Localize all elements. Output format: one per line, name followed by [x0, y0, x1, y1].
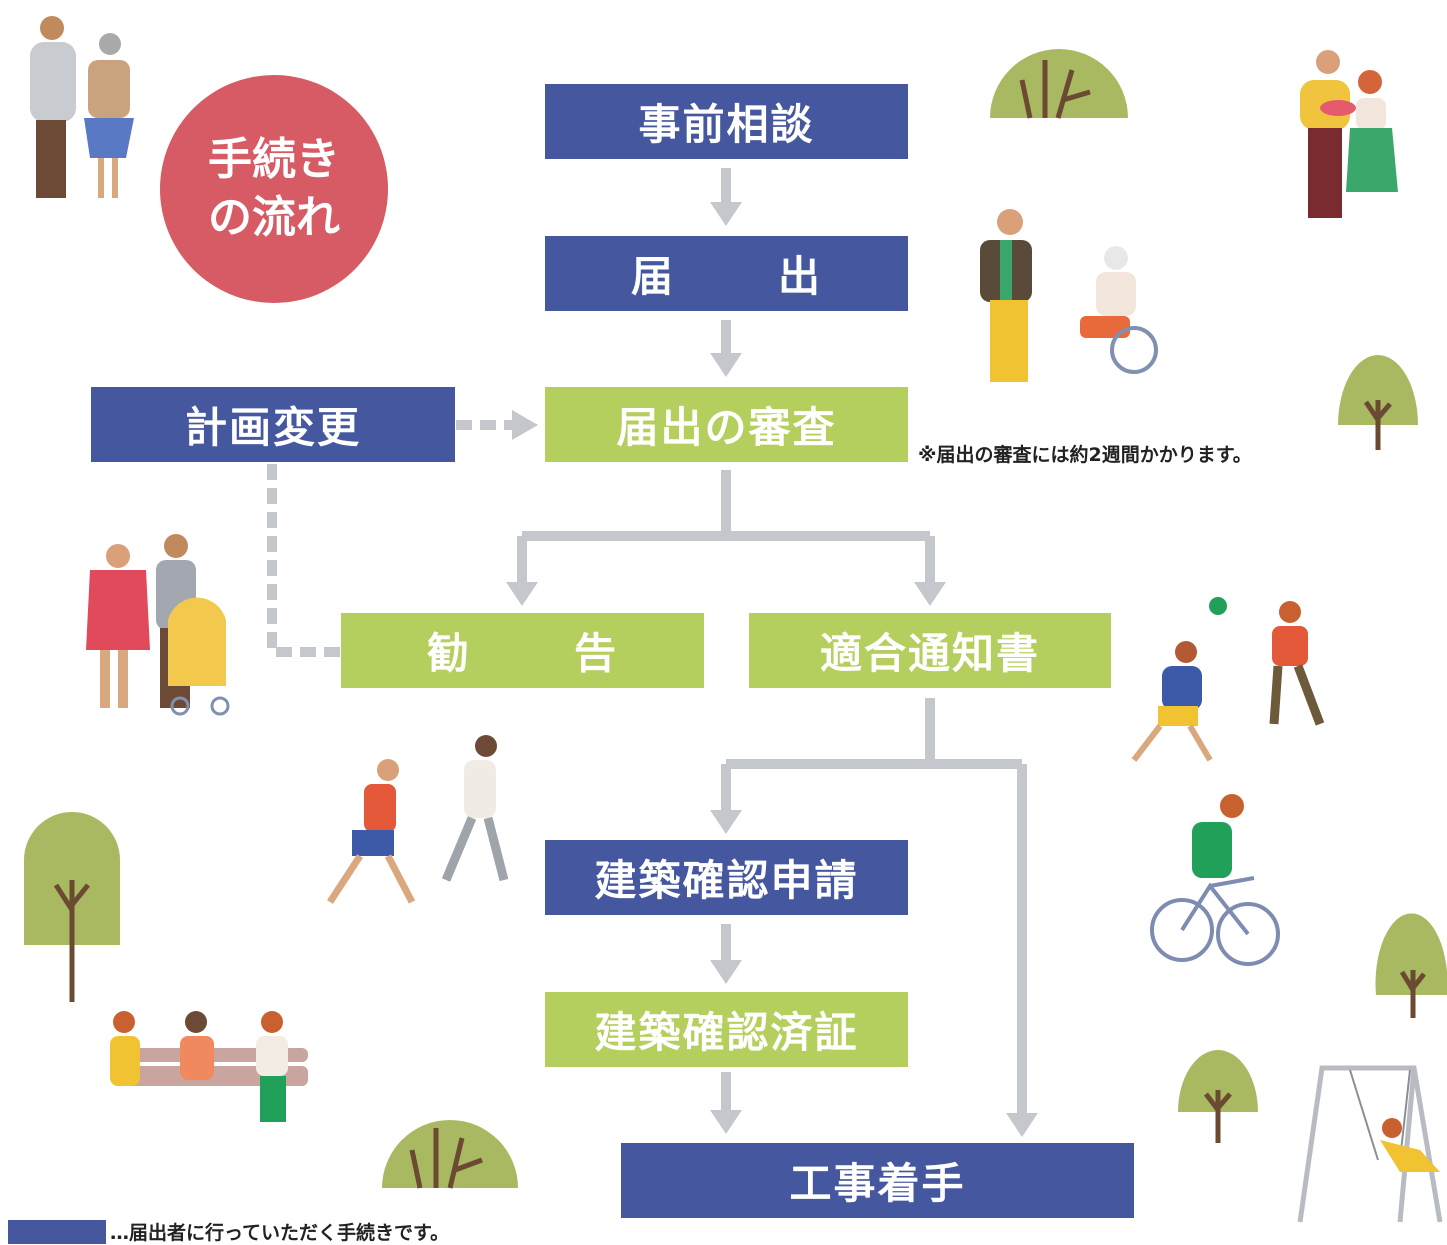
- title-circle: 手続き の流れ: [160, 75, 388, 303]
- step-review-label: 届出の審査: [616, 403, 837, 452]
- couple-with-stroller-illustration: [86, 534, 230, 716]
- step-notification-label-b: 出: [777, 252, 822, 301]
- step-recommendation-label-b: 告: [573, 629, 618, 678]
- step-building-application: 建築確認申請: [545, 840, 908, 915]
- man-and-wheelchair-user-illustration: [980, 209, 1158, 382]
- flow-connectors: [267, 168, 1038, 1137]
- tree-illustration: [24, 812, 120, 1002]
- step-construction-start: 工事着手: [621, 1143, 1134, 1218]
- step-notification: 届 出: [545, 236, 908, 311]
- tree-illustration: [382, 1120, 518, 1189]
- step-recommendation: 勧 告: [341, 613, 704, 688]
- step-consultation: 事前相談: [545, 84, 908, 159]
- step-compliance-notice: 適合通知書: [749, 613, 1111, 688]
- cyclist-illustration: [1150, 794, 1280, 966]
- title-line-1: 手続き: [208, 134, 340, 185]
- step-construction-start-label: 工事着手: [789, 1159, 966, 1208]
- step-compliance-notice-label: 適合通知書: [819, 629, 1040, 678]
- tree-illustration: [1375, 913, 1447, 1018]
- elderly-couple-illustration: [30, 16, 134, 198]
- step-plan-change: 計画変更: [91, 387, 455, 462]
- tree-illustration: [1338, 355, 1418, 450]
- review-duration-note: ※届出の審査には約2週間かかります。: [918, 444, 1252, 466]
- children-playing-ball-illustration: [1131, 597, 1325, 762]
- legend-text: …届出者に行っていただく手続きです。: [110, 1222, 450, 1244]
- step-consultation-label: 事前相談: [638, 100, 815, 149]
- tree-illustration: [1178, 1050, 1258, 1143]
- legend-swatch: [8, 1219, 106, 1244]
- step-notification-label-a: 届: [631, 252, 676, 301]
- title-line-2: の流れ: [208, 192, 340, 243]
- step-review: 届出の審査: [545, 387, 908, 462]
- tree-illustration: [990, 49, 1128, 119]
- joggers-illustration: [327, 735, 509, 904]
- step-recommendation-label-a: 勧: [427, 629, 472, 678]
- step-building-certificate: 建築確認済証: [545, 992, 908, 1067]
- legend: …届出者に行っていただく手続きです。: [8, 1218, 449, 1245]
- couple-with-baby-illustration: [1300, 50, 1398, 218]
- step-building-certificate-label: 建築確認済証: [594, 1008, 859, 1057]
- step-building-application-label: 建築確認申請: [594, 856, 859, 905]
- women-on-bench-illustration: [110, 1011, 308, 1122]
- swing-illustration: [1297, 1065, 1443, 1223]
- step-plan-change-label: 計画変更: [184, 403, 361, 452]
